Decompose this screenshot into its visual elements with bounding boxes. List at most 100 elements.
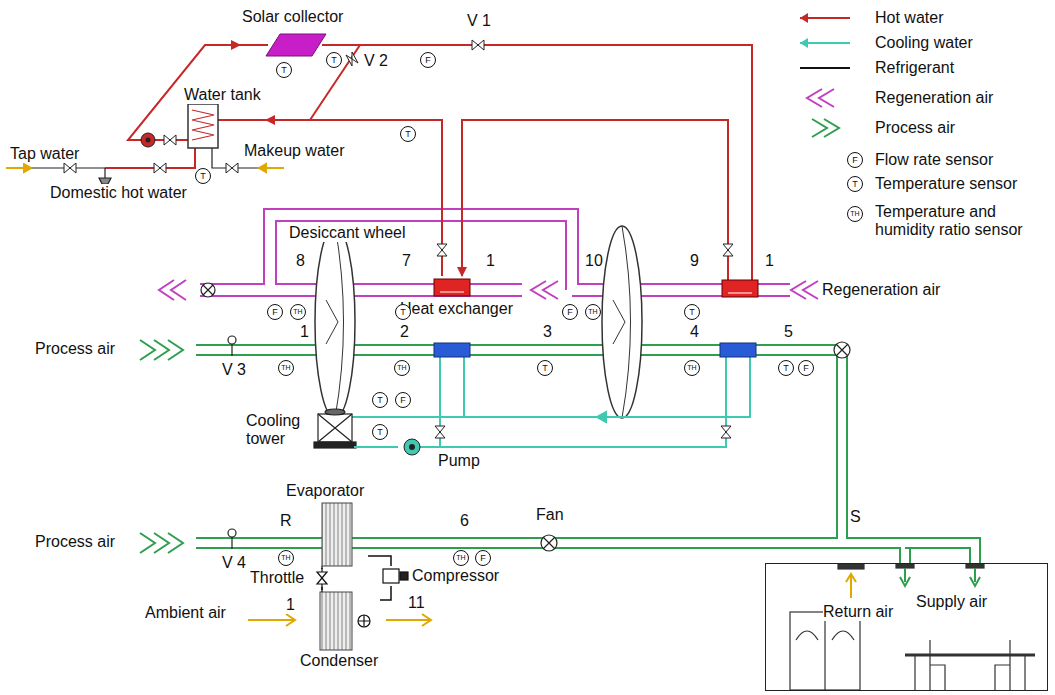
sensor-symbol: F	[395, 392, 411, 408]
hot-water-pipe	[105, 45, 362, 168]
supply-arrow	[266, 167, 284, 169]
sensor-letter: F	[847, 152, 863, 168]
callout-label: 2	[400, 323, 409, 341]
callout-text: 5	[784, 323, 793, 341]
supply-arrow	[6, 167, 24, 169]
regeneration-air-duct	[200, 215, 790, 290]
component-node: Compressor	[380, 566, 504, 586]
callout-label: 6	[460, 512, 469, 530]
air-arrow	[140, 340, 183, 360]
callout-label: S	[850, 508, 861, 526]
process-air-duct	[842, 520, 975, 563]
node-label: Return air	[823, 603, 893, 621]
legend-arrow	[800, 13, 808, 23]
pump-symbol	[404, 439, 420, 455]
room-interior	[905, 654, 1035, 657]
node-label: Evaporator	[286, 482, 364, 500]
cooling-water-pipe	[352, 357, 750, 447]
valve	[226, 163, 238, 173]
sensor-symbol: F	[420, 52, 436, 68]
duct-inner	[368, 539, 532, 547]
callout-text: V 1	[467, 12, 491, 30]
node-label: Cooling tower	[246, 412, 308, 448]
sensor-symbol: TH	[278, 550, 294, 566]
cooling-tower	[318, 414, 352, 442]
legend-entry: Hot water	[875, 9, 943, 27]
callout-text: Process air	[35, 533, 115, 551]
fan-symbol	[201, 283, 215, 297]
heat-exchanger	[440, 292, 752, 293]
callout-label: 8	[296, 252, 305, 270]
legend-arrow	[800, 38, 808, 48]
pipe-connector	[368, 556, 391, 566]
sensor-symbol: T	[372, 424, 388, 440]
fan-symbol	[543, 537, 555, 549]
duct-inner	[568, 543, 905, 563]
node-label: Desiccant wheel	[289, 224, 406, 242]
refrigerant-part	[383, 569, 399, 583]
refrigerant-part	[400, 572, 408, 580]
callout-text: Tap water	[10, 145, 79, 163]
sensor-symbol: T	[372, 392, 388, 408]
hot-water-pipe	[236, 44, 268, 46]
regeneration-air-duct	[200, 215, 790, 290]
callout-text: 3	[543, 323, 552, 341]
cooling-coil	[434, 343, 470, 357]
pipe-connector	[321, 587, 323, 590]
cooling-tower	[314, 442, 356, 448]
room-interior	[966, 564, 984, 568]
pipe-connector	[345, 45, 752, 288]
refrigerant-part	[317, 566, 408, 627]
component-node: Desiccant wheel	[289, 224, 408, 242]
pump-symbol	[141, 133, 155, 147]
legend-text: Process air	[875, 119, 955, 137]
room-interior	[838, 564, 864, 569]
callout-text: V 3	[222, 361, 246, 379]
callout-text: R	[280, 512, 292, 530]
valve	[437, 244, 447, 256]
sensor-letter: TH	[278, 550, 294, 566]
pipe-connector	[354, 446, 398, 448]
callout-text: 1	[765, 252, 774, 270]
node-label: Solar collector	[242, 8, 343, 26]
fan-symbol	[541, 535, 557, 551]
pump-symbol	[146, 138, 151, 143]
sensor-letter: F	[475, 550, 491, 566]
callout-label: 11	[408, 594, 425, 612]
valve	[723, 244, 733, 256]
pipe-connector	[368, 537, 532, 549]
legend-text: Temperature and humidity ratio sensor	[875, 203, 1047, 239]
room-interior	[846, 574, 856, 598]
valve	[721, 426, 731, 438]
water-tank	[188, 104, 218, 148]
callout-label: 7	[402, 252, 411, 270]
callout-text: 2	[400, 323, 409, 341]
cooling-tower	[318, 414, 352, 442]
cooling-coil	[434, 343, 756, 357]
callout-text: 6	[460, 512, 469, 530]
pipe-connector	[568, 543, 905, 563]
sensor-symbol: F	[475, 550, 491, 566]
heat-exchanger	[434, 279, 758, 297]
sensor-letter: TH	[684, 360, 700, 376]
callout-label: 10	[585, 252, 603, 270]
room-interior	[896, 564, 914, 568]
fan-symbol	[836, 344, 848, 356]
fan-symbol	[834, 342, 850, 358]
sensor-letter: T	[395, 304, 411, 320]
callout-label: Ambient air	[145, 604, 226, 622]
damper	[231, 537, 232, 549]
callout-text: 9	[690, 252, 699, 270]
air-arrow	[248, 614, 295, 626]
callout-label: V 4	[222, 554, 246, 572]
node-label: Heat exchanger	[400, 300, 513, 318]
node-label: Fan	[536, 506, 564, 524]
pipe-connector	[354, 447, 398, 448]
sensor-symbol: TH	[453, 550, 469, 566]
desiccant-wheel	[613, 226, 631, 418]
cooling-tower	[314, 409, 356, 448]
valve	[64, 52, 358, 173]
pipe-connector	[321, 568, 323, 569]
component-node: Solar collector	[240, 6, 345, 58]
legend-line	[800, 67, 850, 69]
